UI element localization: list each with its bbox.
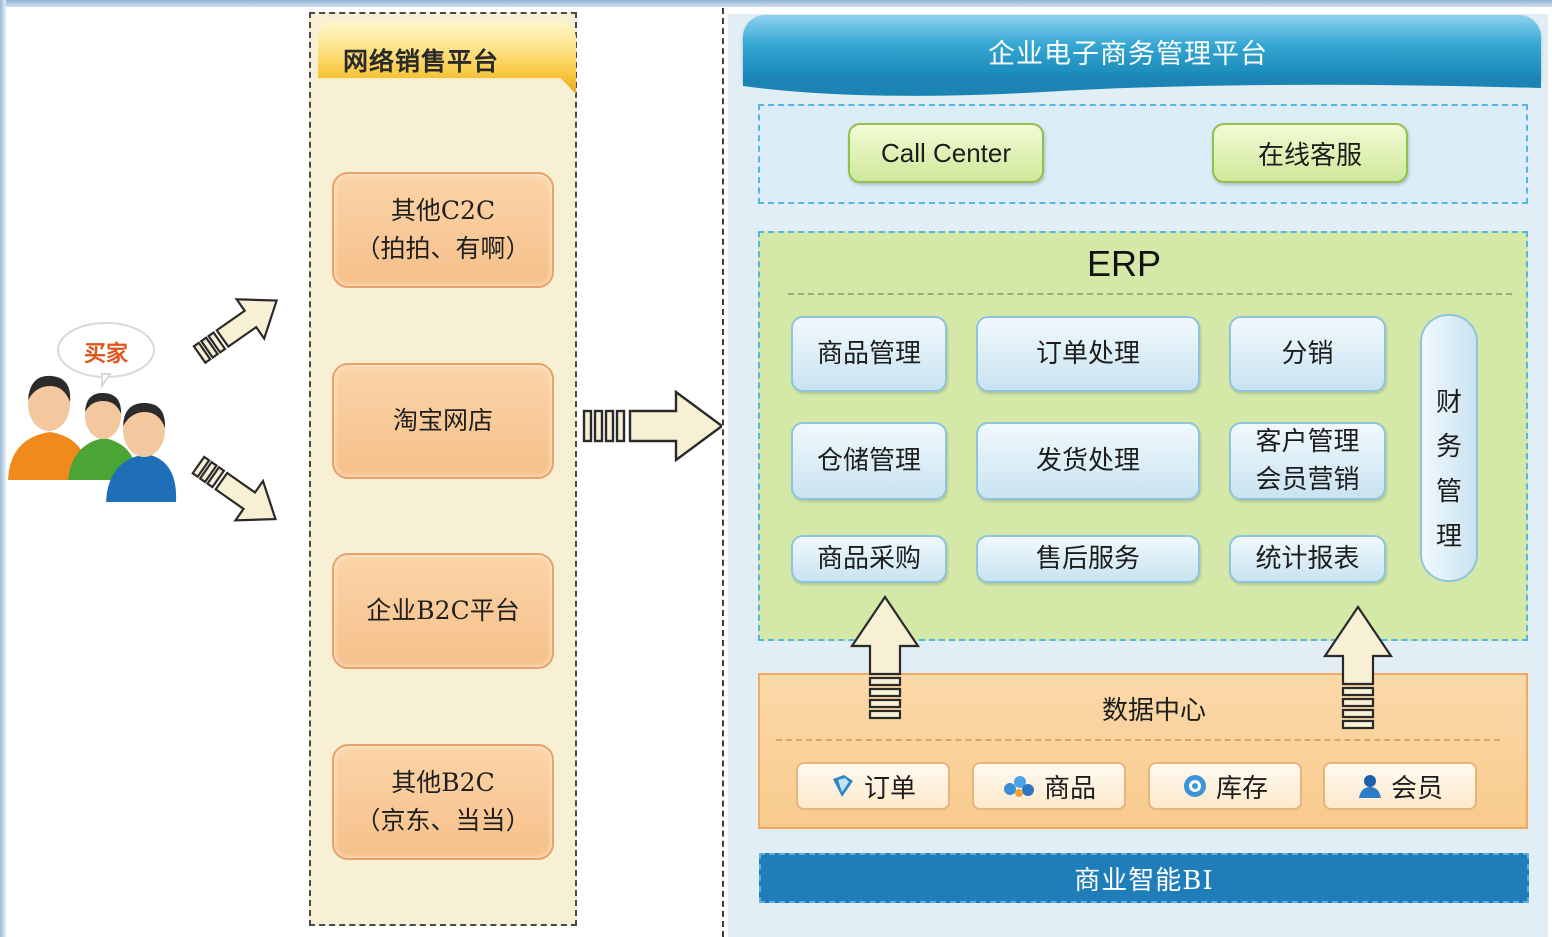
erp-crm[interactable]: 客户管理 会员营销 [1229, 422, 1386, 500]
data-item-member[interactable]: 会员 [1323, 762, 1477, 810]
erp-order-processing[interactable]: 订单处理 [976, 316, 1200, 392]
erp-purchasing[interactable]: 商品采购 [791, 535, 947, 583]
shop-sublabel: （拍拍、有啊） [355, 234, 531, 263]
header-wave [743, 78, 1541, 96]
shop-taobao[interactable]: 淘宝网店 [332, 363, 554, 479]
arrow-up-icon [1322, 605, 1394, 730]
erp-distribution[interactable]: 分销 [1229, 316, 1386, 392]
erp-finance-management[interactable]: 财 务 管 理 [1420, 314, 1478, 582]
sales-platform-title: 网络销售平台 [342, 47, 499, 76]
left-edge [0, 0, 6, 937]
business-intelligence-bar[interactable]: 商业智能BI [759, 853, 1529, 903]
erp-title: ERP [1086, 243, 1162, 284]
shop-other-c2c[interactable]: 其他C2C （拍拍、有啊） [332, 172, 554, 288]
erp-divider [788, 293, 1512, 295]
data-item-goods[interactable]: 商品 [972, 762, 1126, 810]
arrow-down-right-icon [191, 455, 277, 522]
shop-other-b2c[interactable]: 其他B2C （京东、当当） [332, 744, 554, 860]
shop-label: 其他C2C [390, 196, 496, 225]
goods-icon [1003, 776, 1034, 797]
erp-warehouse-management[interactable]: 仓储管理 [791, 422, 947, 500]
member-icon [1358, 775, 1381, 798]
enterprise-platform-title: 企业电子商务管理平台 [988, 39, 1268, 70]
arrow-up-right-icon [192, 298, 279, 365]
erp-after-sales[interactable]: 售后服务 [976, 535, 1200, 583]
online-support-button[interactable]: 在线客服 [1212, 123, 1408, 183]
inventory-icon [1183, 775, 1206, 797]
buyer-label: 买家 [83, 341, 128, 367]
data-center-divider [776, 739, 1500, 741]
erp-shipping[interactable]: 发货处理 [976, 422, 1200, 500]
shop-label: 其他B2C [391, 768, 495, 797]
shop-enterprise-b2c[interactable]: 企业B2C平台 [332, 553, 554, 669]
call-center-button[interactable]: Call Center [848, 123, 1044, 183]
shop-sublabel: （京东、当当） [355, 806, 531, 835]
shop-label: 淘宝网店 [392, 406, 493, 435]
erp-reports[interactable]: 统计报表 [1229, 535, 1386, 583]
shop-label: 企业B2C平台 [366, 596, 520, 625]
erp-goods-management[interactable]: 商品管理 [791, 316, 947, 392]
arrow-up-icon [849, 595, 921, 720]
buyer-people-icon [8, 322, 177, 502]
data-item-order[interactable]: 订单 [796, 762, 950, 810]
enterprise-platform-header [743, 15, 1541, 81]
data-center-title: 数据中心 [1101, 696, 1206, 726]
top-edge [0, 0, 1552, 7]
buyer-group [6, 320, 181, 510]
arrow-right-icon [582, 389, 725, 463]
data-item-inventory[interactable]: 库存 [1148, 762, 1302, 810]
order-icon [832, 775, 853, 797]
